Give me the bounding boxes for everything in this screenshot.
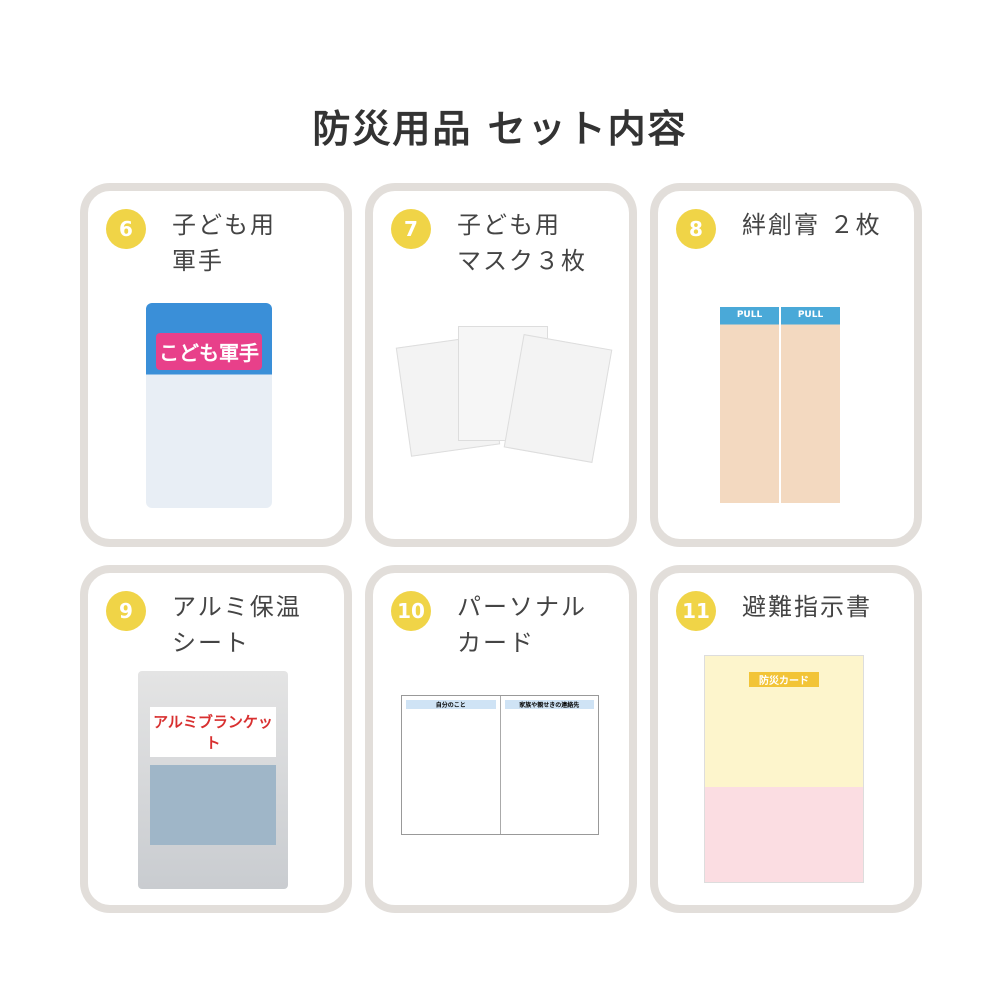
card-header: 自分のこと — [406, 700, 496, 709]
guide-title: 防災カード — [749, 672, 819, 687]
item-card-masks: 7 子ども用 マスク３枚 — [365, 183, 637, 547]
bandage: PULL — [720, 307, 779, 503]
item-card-bandages: 8 絆創膏 ２枚 PULL PULL — [650, 183, 922, 547]
card-header: 家族や親せきの連絡先 — [504, 700, 594, 709]
masks-image — [395, 321, 613, 471]
blanket-photo — [150, 765, 276, 845]
item-label: アルミ保温 シート — [172, 593, 302, 657]
bandage-pull-text: PULL — [797, 310, 824, 320]
item-number-badge: 8 — [676, 209, 716, 249]
gloves-package-image: こども軍手 — [146, 303, 272, 508]
bandages-image: PULL PULL — [720, 307, 840, 503]
item-label: 避難指示書 — [742, 593, 872, 621]
item-number-badge: 11 — [676, 591, 716, 631]
item-number-badge: 9 — [106, 591, 146, 631]
page-title: 防災用品 セット内容 — [312, 107, 688, 151]
thermal-sheet-package-image: アルミブランケット — [138, 671, 288, 889]
item-label: パーソナル カード — [457, 593, 587, 657]
item-number-badge: 10 — [391, 591, 431, 631]
item-number-badge: 6 — [106, 209, 146, 249]
card-left-page: 自分のこと — [402, 696, 501, 834]
item-label: 子ども用 マスク３枚 — [457, 211, 587, 275]
item-card-gloves: 6 子ども用 軍手 こども軍手 — [80, 183, 352, 547]
thermal-sheet-package-text: アルミブランケット — [150, 707, 276, 757]
card-right-page: 家族や親せきの連絡先 — [501, 696, 599, 834]
evacuation-guide-image: 防災カード — [704, 655, 864, 883]
personal-card-image: 自分のこと 家族や親せきの連絡先 — [401, 695, 599, 835]
item-card-evacuation-guide: 11 避難指示書 防災カード — [650, 565, 922, 913]
mask — [503, 334, 613, 463]
item-label: 絆創膏 ２枚 — [742, 211, 882, 239]
bandage-pull-text: PULL — [736, 310, 763, 320]
item-card-thermal-sheet: 9 アルミ保温 シート アルミブランケット — [80, 565, 352, 913]
item-card-personal-card: 10 パーソナル カード 自分のこと 家族や親せきの連絡先 — [365, 565, 637, 913]
item-number-badge: 7 — [391, 209, 431, 249]
bandage: PULL — [781, 307, 840, 503]
gloves-package-text: こども軍手 — [156, 333, 262, 370]
item-label: 子ども用 軍手 — [172, 211, 276, 275]
